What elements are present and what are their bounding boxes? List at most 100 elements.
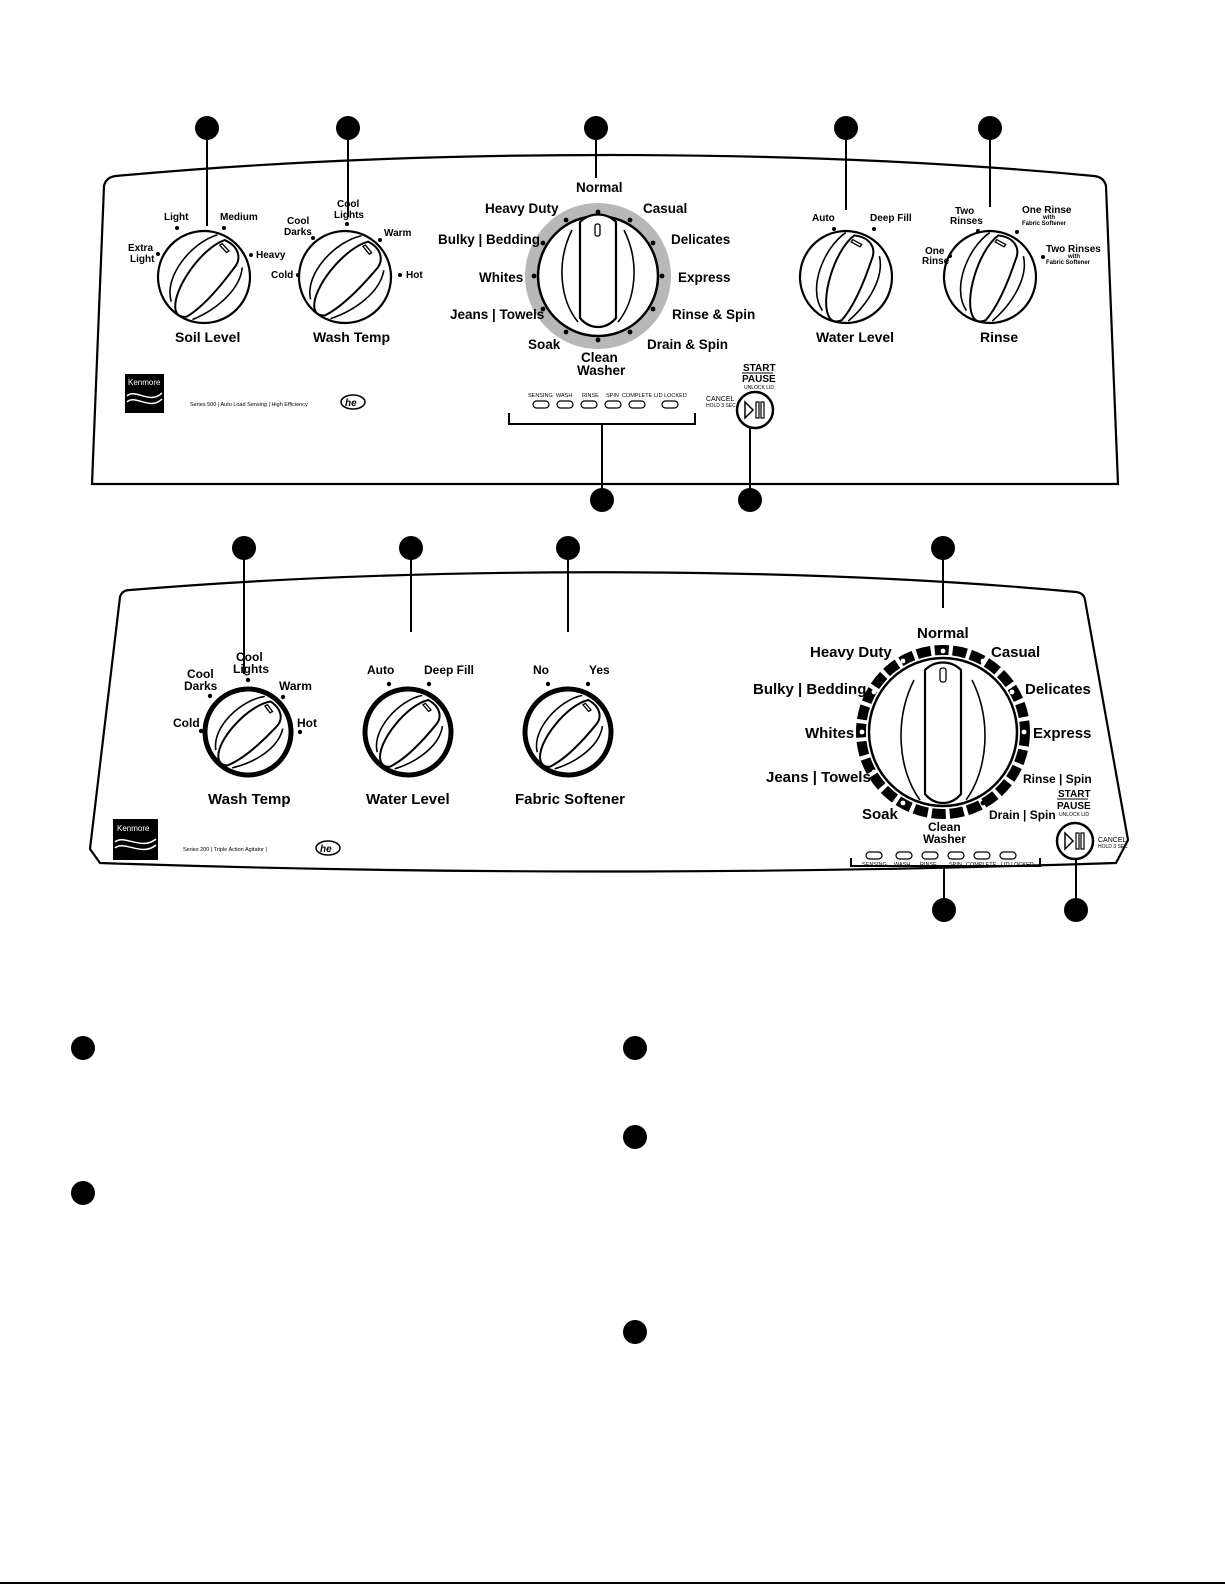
start-pause-button-2[interactable]: [1055, 821, 1095, 861]
cycle-bulky-bedding: Bulky | Bedding: [438, 232, 540, 247]
cycle-whites: Whites: [805, 725, 854, 742]
soil-level-title: Soil Level: [175, 329, 240, 345]
callout-dot: [399, 536, 423, 560]
play-icon: [1064, 831, 1075, 851]
legend-dot: [623, 1125, 647, 1149]
temp-warm: Warm: [279, 679, 312, 693]
water-level-labels-2: Auto Deep Fill Water Level: [366, 663, 474, 808]
pause-label: PAUSE: [742, 374, 776, 385]
cycle-clean-washer: Washer: [577, 363, 626, 378]
kenmore-logo-2: Kenmore: [113, 819, 158, 860]
status-spin: SPIN: [949, 862, 962, 868]
cycle-labels-2: Normal Heavy Duty Casual Bulky | Bedding…: [753, 625, 1092, 846]
soil-extra-light: Extra: [128, 243, 153, 254]
wash-temp-title: Wash Temp: [313, 329, 390, 345]
cycle-knob[interactable]: [525, 203, 671, 349]
unlock-lid-label: UNLOCK LID: [744, 385, 774, 391]
cancel-label: CANCEL: [1098, 837, 1127, 844]
water-deep-fill: Deep Fill: [424, 663, 474, 677]
series-line-2: Series 200 | Triple Action Agitator |: [183, 847, 267, 853]
water-auto: Auto: [367, 663, 394, 677]
callout-markers-top: [195, 116, 1002, 512]
hold-label: HOLD 3 SEC: [1098, 844, 1128, 850]
callout-markers-bottom: [232, 536, 1088, 922]
cycle-rinse-spin: Rinse & Spin: [672, 307, 755, 322]
cycle-soak: Soak: [528, 337, 561, 352]
status-sensing: SENSING: [528, 393, 553, 399]
temp-cool-darks: Cool: [287, 216, 309, 227]
rinse-two-rinses: Two: [955, 206, 974, 217]
he-logo: he: [340, 394, 366, 410]
cycle-jeans-towels: Jeans | Towels: [450, 307, 544, 322]
fabric-softener-labels: No Yes Fabric Softener: [515, 663, 625, 808]
temp-cool-lights: Lights: [233, 662, 269, 676]
rinse-two-rinses: Rinses: [950, 216, 983, 227]
cycle-jeans-towels: Jeans | Towels: [766, 769, 871, 786]
rinse-title: Rinse: [980, 329, 1018, 345]
callout-dot: [556, 536, 580, 560]
callout-dot: [931, 536, 955, 560]
rinse-two-fs: with: [1067, 254, 1080, 260]
panel-series-500: Extra Light Light Medium Heavy Soil Leve…: [90, 116, 1120, 512]
water-deep-fill: Deep Fill: [870, 213, 912, 224]
callout-dot: [584, 116, 608, 140]
start-label: START: [743, 363, 776, 374]
legend-dot: [623, 1036, 647, 1060]
rinse-two-fs: Fabric Softener: [1046, 260, 1091, 266]
temp-cold: Cold: [173, 716, 200, 730]
cycle-knob-2[interactable]: [856, 645, 1030, 819]
temp-warm: Warm: [384, 228, 412, 239]
status-rinse: RINSE: [920, 862, 937, 868]
cycle-express: Express: [1033, 725, 1091, 742]
temp-cool-lights: Lights: [334, 210, 364, 221]
callout-dot: [336, 116, 360, 140]
status-lid-locked: LID LOCKED: [654, 393, 687, 399]
softener-no: No: [533, 663, 549, 677]
cycle-bulky-bedding: Bulky | Bedding: [753, 681, 866, 698]
hold-label: HOLD 3 SEC: [706, 403, 736, 409]
cycle-whites: Whites: [479, 270, 523, 285]
panel-series-200: Cool Darks Cool Lights Warm Cold Hot Was…: [88, 536, 1130, 922]
temp-cool-darks: Darks: [184, 679, 218, 693]
cycle-casual: Casual: [643, 201, 687, 216]
callout-dot: [738, 488, 762, 512]
temp-cool-darks: Cool: [187, 667, 214, 681]
fabric-softener-title: Fabric Softener: [515, 791, 625, 808]
cycle-heavy-duty: Heavy Duty: [485, 201, 559, 216]
status-lights-bottom: SENSING WASH RINSE SPIN COMPLETE LID LOC…: [862, 851, 1034, 868]
pause-label: PAUSE: [1057, 801, 1091, 812]
cycle-labels: Normal Heavy Duty Casual Bulky | Bedding…: [438, 180, 755, 378]
callout-dot: [978, 116, 1002, 140]
rinse-two-fs: Two Rinses: [1046, 244, 1101, 255]
kenmore-logo: Kenmore: [125, 374, 164, 413]
water-level-title: Water Level: [816, 329, 894, 345]
temp-cold: Cold: [271, 270, 293, 281]
cycle-delicates: Delicates: [1025, 681, 1091, 698]
rinse-one-rinse: One: [925, 246, 945, 257]
rinse-one-fs: Fabric Softener: [1022, 221, 1067, 227]
cycle-heavy-duty: Heavy Duty: [810, 644, 892, 661]
callout-dot: [232, 536, 256, 560]
callout-dot: [195, 116, 219, 140]
legend-dot: [623, 1320, 647, 1344]
rinse-one-fs: One Rinse: [1022, 205, 1072, 216]
wash-temp-labels-2: Cool Darks Cool Lights Warm Cold Hot Was…: [173, 650, 317, 808]
legend-bullets: [71, 1036, 647, 1344]
soil-level-labels: Extra Light Light Medium Heavy Soil Leve…: [128, 212, 286, 345]
cycle-clean-washer: Clean: [581, 350, 618, 365]
start-label: START: [1058, 789, 1091, 800]
water-auto: Auto: [812, 213, 835, 224]
he-logo-2: he: [315, 840, 341, 856]
cycle-drain-spin: Drain & Spin: [647, 337, 728, 352]
pause-icon: [1075, 832, 1080, 850]
cycle-clean-washer: Washer: [923, 832, 966, 846]
softener-yes: Yes: [589, 663, 610, 677]
start-pause-button[interactable]: [735, 390, 775, 430]
svg-text:he: he: [320, 844, 332, 855]
rinse-labels: Two Rinses One Rinse One Rinse with Fabr…: [922, 205, 1101, 345]
legend-dot: [71, 1036, 95, 1060]
wash-temp-labels: Cool Darks Cool Lights Warm Cold Hot Was…: [271, 199, 423, 345]
temp-cool-lights: Cool: [337, 199, 359, 210]
temp-cool-lights: Cool: [236, 650, 263, 664]
